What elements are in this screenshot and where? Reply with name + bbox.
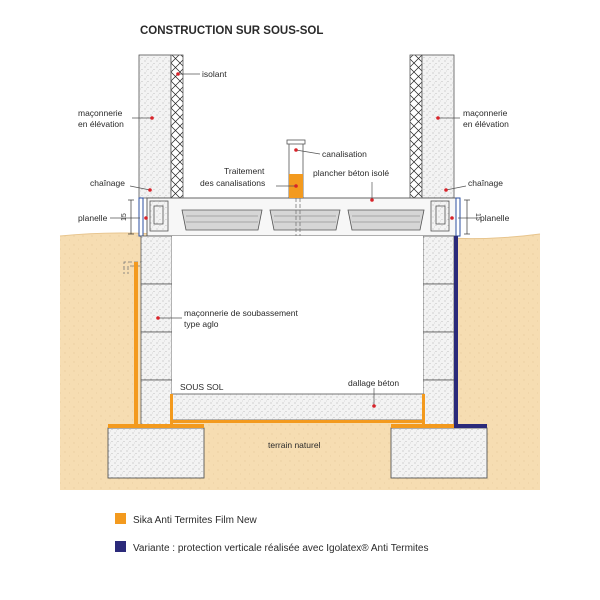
label-canalisation: canalisation	[322, 149, 367, 159]
footing-right	[390, 427, 488, 479]
legend-label-film: Sika Anti Termites Film New	[133, 515, 258, 526]
label-sous-sol: SOUS SOL	[180, 382, 224, 392]
floor-slab	[146, 197, 461, 237]
planelle-right-strip	[455, 197, 461, 237]
label-terrain: terrain naturel	[268, 440, 321, 450]
legend-swatch-film	[115, 513, 126, 524]
label-traitement-2: des canalisations	[200, 178, 265, 188]
dimension-right	[464, 199, 470, 235]
label-maconnerie-left-1: maçonnerie	[78, 108, 123, 118]
label-traitement-1: Traitement	[224, 166, 265, 176]
label-isolant: isolant	[202, 69, 227, 79]
legend-label-variant: Variante : protection verticale réalisée…	[133, 543, 428, 554]
label-planelle-right: planelle	[480, 213, 510, 223]
basement-interior	[172, 236, 423, 394]
footing-left	[107, 427, 205, 479]
legend: Sika Anti Termites Film New Variante : p…	[115, 513, 428, 554]
label-maconnerie-right-2: en élévation	[463, 119, 509, 129]
igolatex-variant	[454, 236, 487, 428]
label-soubassement-1: maçonnerie de soubassement	[184, 308, 299, 318]
dim-left-value: 15	[121, 213, 128, 221]
upper-wall-left	[138, 54, 184, 199]
label-soubassement-2: type aglo	[184, 319, 219, 329]
label-dallage: dallage béton	[348, 378, 399, 388]
label-chainage-left: chaînage	[90, 178, 125, 188]
label-maconnerie-right-1: maçonnerie	[463, 108, 508, 118]
basement-wall-right	[422, 235, 455, 429]
dim-right-value: 15	[474, 213, 481, 221]
dimension-left	[128, 199, 134, 235]
planelle-left-strip	[138, 197, 144, 237]
dallage-slab	[171, 393, 424, 421]
label-maconnerie-left-2: en élévation	[78, 119, 124, 129]
termite-film	[108, 262, 487, 428]
label-planelle-left: planelle	[78, 213, 108, 223]
upper-wall-right	[409, 54, 455, 199]
legend-swatch-variant	[115, 541, 126, 552]
label-markers	[144, 72, 454, 408]
label-plancher: plancher béton isolé	[313, 168, 389, 178]
basement-wall-left	[140, 235, 173, 429]
label-chainage-right: chaînage	[468, 178, 503, 188]
diagram-title: CONSTRUCTION SUR SOUS-SOL	[140, 25, 323, 37]
